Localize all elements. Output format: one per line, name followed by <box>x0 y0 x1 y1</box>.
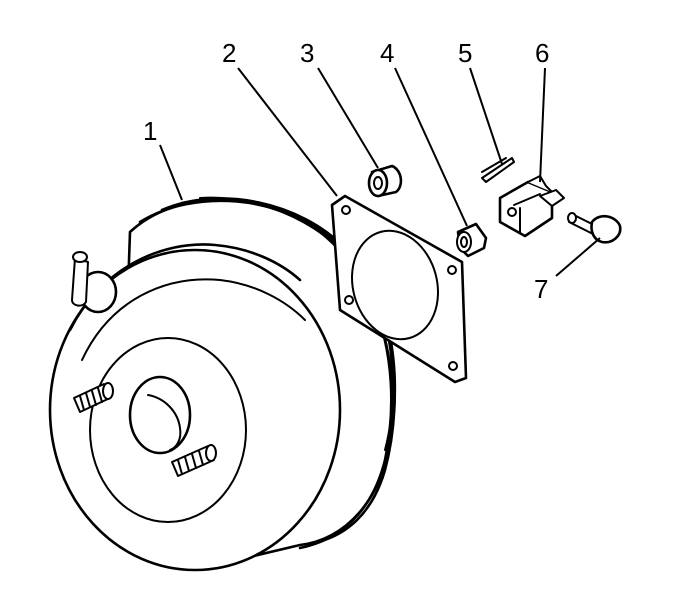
callout-labels: 1 2 3 4 5 6 7 <box>143 38 549 304</box>
leader-line-2 <box>237 67 338 197</box>
grommet <box>367 164 403 198</box>
leader-line-5 <box>469 67 503 165</box>
callout-5: 5 <box>458 38 472 68</box>
leader-lines <box>159 67 601 277</box>
callout-4: 4 <box>380 38 394 68</box>
leader-line-1 <box>159 144 183 201</box>
retaining-clip <box>481 157 515 183</box>
callout-2: 2 <box>222 38 236 68</box>
leader-line-4 <box>394 67 468 227</box>
callout-3: 3 <box>300 38 314 68</box>
callout-7: 7 <box>534 274 548 304</box>
mounting-stud <box>73 382 114 413</box>
leader-line-6 <box>539 67 546 183</box>
clevis-pin <box>567 212 622 244</box>
callout-1: 1 <box>143 116 157 146</box>
clevis <box>498 175 565 238</box>
callout-6: 6 <box>535 38 549 68</box>
gasket <box>330 194 468 384</box>
leader-line-3 <box>317 67 379 169</box>
mounting-stud <box>171 444 217 477</box>
nut <box>456 222 488 258</box>
leader-line-7 <box>555 237 601 277</box>
